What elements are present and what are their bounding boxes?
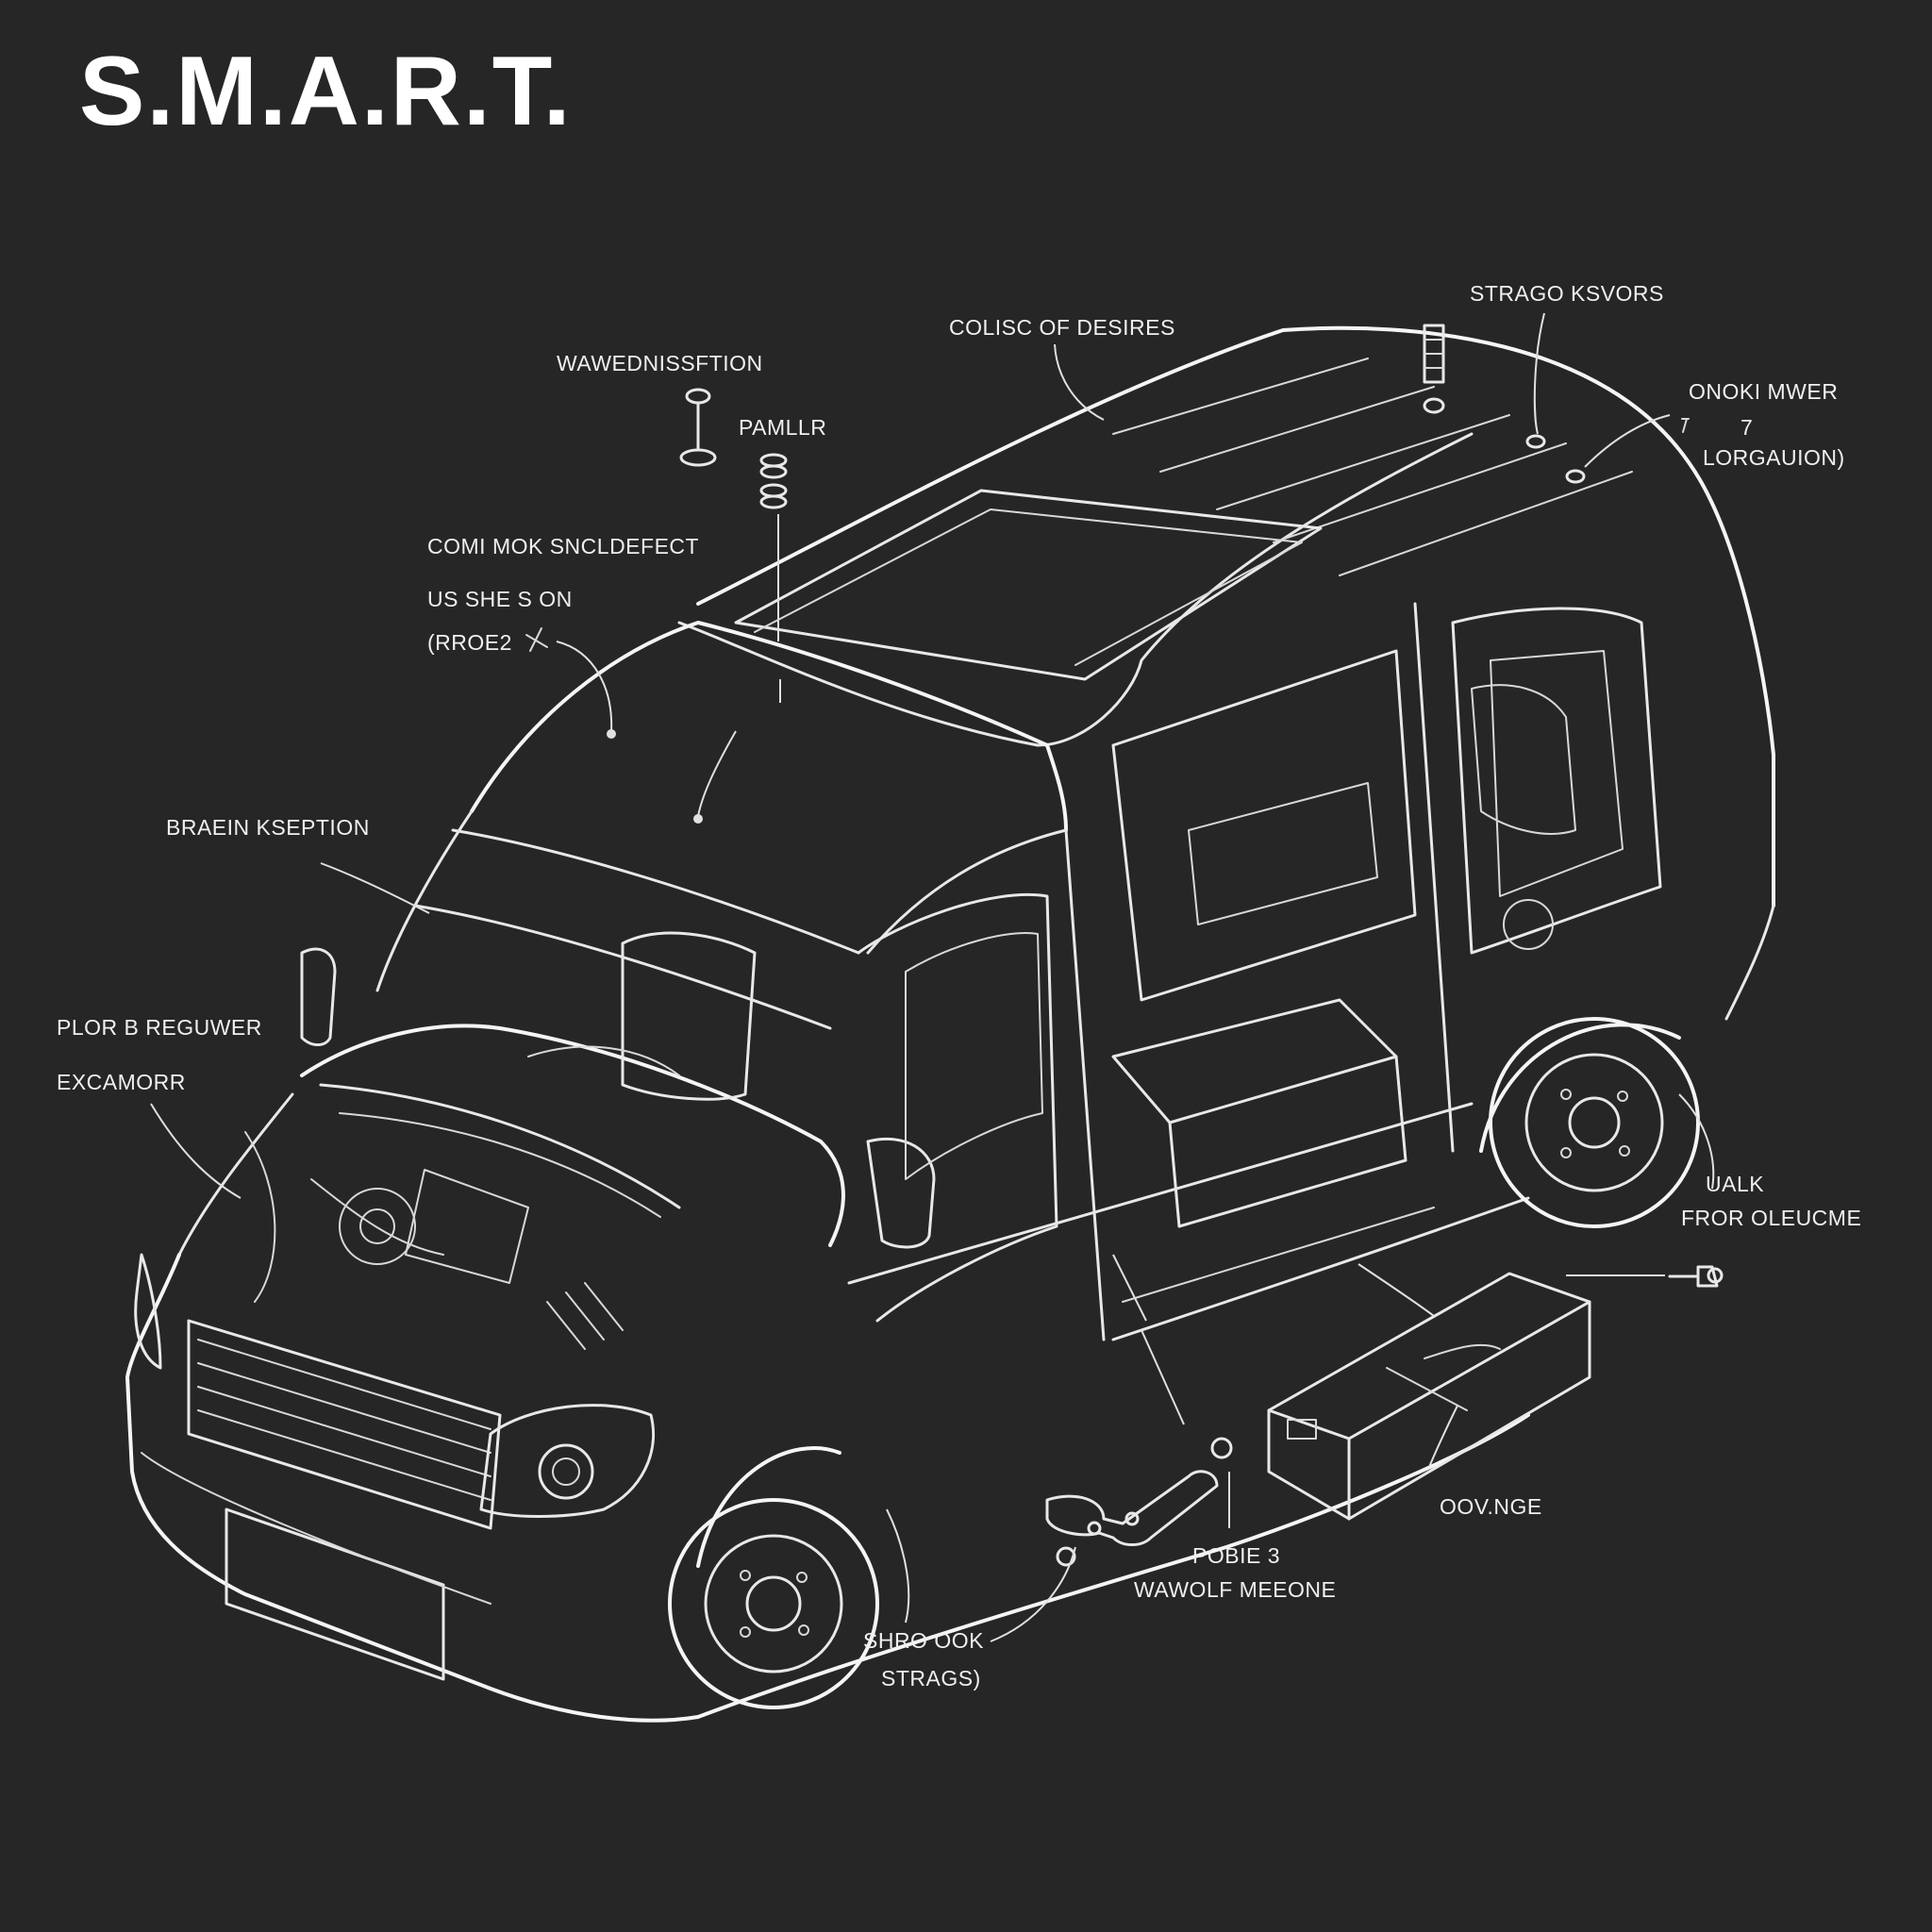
label-wawolf-meeone: WAWOLF MEEONE — [1134, 1577, 1337, 1602]
label-comi-mok: COMI MOK SNCLDEFECT — [427, 534, 700, 558]
label-oovnge: OOV.NGE — [1440, 1494, 1542, 1519]
label-fror-oleucme: FROR OLEUCME — [1681, 1206, 1862, 1230]
leader-lines — [150, 312, 1715, 1642]
label-plor-b-reguwer: PLOR B REGUWER — [57, 1015, 262, 1040]
label-onoki-mwer: ONOKI MWER — [1689, 379, 1839, 404]
label-wawednissftion: WAWEDNISSFTION — [557, 351, 763, 375]
label-pobie-3: POBIE 3 — [1192, 1543, 1280, 1568]
label-strago-ksvors: STRAGO KSVORS — [1470, 281, 1664, 306]
label-excamorr: EXCAMORR — [57, 1070, 186, 1094]
label-us-shes-on: US SHE S ON — [427, 587, 573, 611]
label-lorgauion: LORGAUION) — [1703, 445, 1845, 470]
label-colisc-of-desires: COLISC OF DESIRES — [949, 315, 1175, 340]
detached-parts — [525, 388, 1724, 1567]
label-ualk: UALK — [1706, 1172, 1765, 1196]
label-braein-ksption: BRAEIN KSEPTION — [166, 815, 370, 840]
label-onoki-sub: 7 — [1740, 415, 1754, 440]
label-rroe2: (RROE2 — [427, 630, 512, 655]
label-shro-ook: SHRO OOK — [863, 1628, 984, 1653]
label-strags: STRAGS) — [881, 1666, 981, 1690]
label-pamllr: PAMLLR — [739, 415, 827, 440]
van-body — [125, 324, 1775, 1723]
diagram-title: S.M.A.R.T. — [79, 37, 573, 146]
